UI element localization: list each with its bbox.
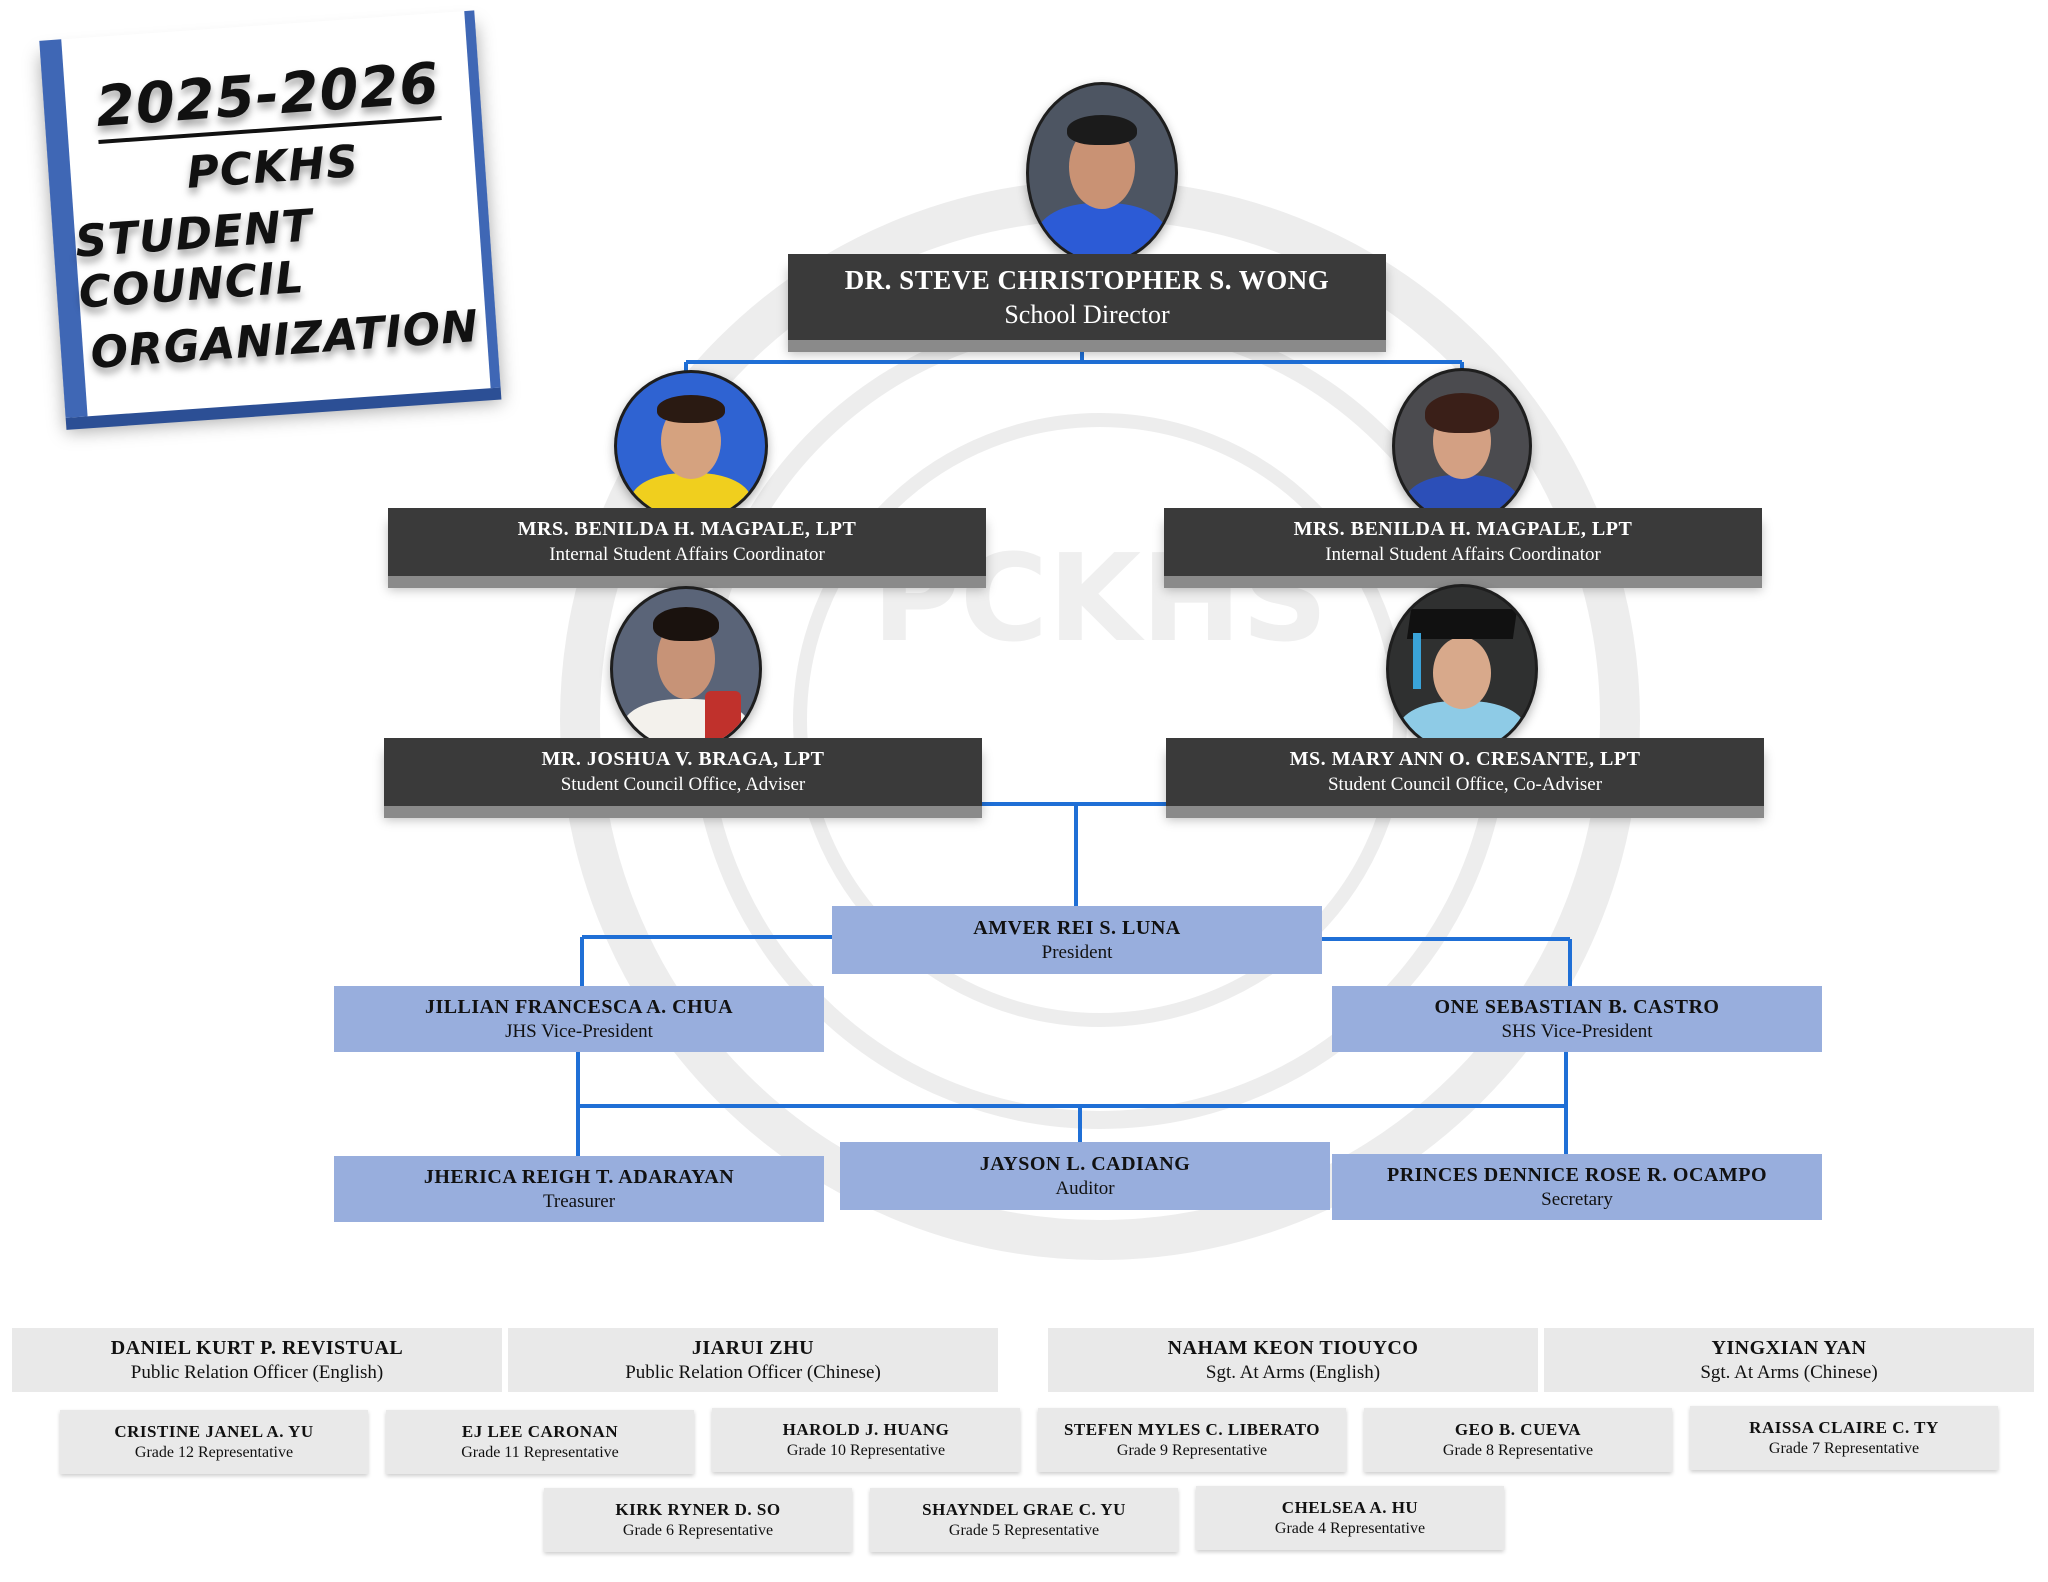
secretary-box: PRINCES DENNICE ROSE R. OCAMPO Secretary [1332, 1154, 1822, 1220]
grade-7-rep-box: RAISSA CLAIRE C. TY Grade 7 Representati… [1690, 1406, 1998, 1470]
title-card-face: 2025-2026 PCKHS STUDENT COUNCIL ORGANIZA… [39, 10, 501, 418]
director-name: DR. STEVE CHRISTOPHER S. WONG [844, 264, 1330, 295]
grade-11-rep-role: Grade 11 Representative [461, 1444, 619, 1461]
sgt-english-box: NAHAM KEON TIOUYCO Sgt. At Arms (English… [1048, 1328, 1538, 1392]
pro-english-name: DANIEL KURT P. REVISTUAL [110, 1336, 404, 1359]
pro-english-box: DANIEL KURT P. REVISTUAL Public Relation… [12, 1328, 502, 1392]
grade-11-rep-box: EJ LEE CARONAN Grade 11 Representative [386, 1410, 694, 1474]
secretary-role: Secretary [1541, 1188, 1613, 1210]
grade-12-rep-name: CRISTINE JANEL A. YU [114, 1422, 314, 1441]
coordinator-left-box: MRS. BENILDA H. MAGPALE, LPT Internal St… [388, 508, 986, 576]
grade-9-rep-name: STEFEN MYLES C. LIBERATO [1063, 1420, 1321, 1439]
director-photo [1026, 82, 1178, 264]
grade-5-rep-box: SHAYNDEL GRAE C. YU Grade 5 Representati… [870, 1488, 1178, 1552]
coordinator-left-role: Internal Student Affairs Coordinator [549, 544, 825, 565]
shs-vice-president-name: ONE SEBASTIAN B. CASTRO [1434, 995, 1720, 1018]
treasurer-name: JHERICA REIGH T. ADARAYAN [423, 1165, 735, 1188]
pro-chinese-box: JIARUI ZHU Public Relation Officer (Chin… [508, 1328, 998, 1392]
coordinator-right-photo [1392, 368, 1532, 524]
grade-12-rep-role: Grade 12 Representative [134, 1444, 294, 1461]
grade-6-rep-name: KIRK RYNER D. SO [615, 1500, 781, 1519]
sgt-chinese-role: Sgt. At Arms (Chinese) [1700, 1361, 1878, 1383]
adviser-box: MR. JOSHUA V. BRAGA, LPT Student Council… [384, 738, 982, 806]
grade-12-rep-box: CRISTINE JANEL A. YU Grade 12 Representa… [60, 1410, 368, 1474]
sgt-english-name: NAHAM KEON TIOUYCO [1167, 1336, 1419, 1359]
title-student-council: STUDENT COUNCIL [73, 199, 315, 319]
grade-4-rep-name: CHELSEA A. HU [1281, 1498, 1419, 1517]
grade-7-rep-role: Grade 7 Representative [1768, 1440, 1920, 1457]
director-role: School Director [1004, 299, 1170, 329]
director-box: DR. STEVE CHRISTOPHER S. WONG School Dir… [788, 254, 1386, 340]
coordinator-right-box: MRS. BENILDA H. MAGPALE, LPT Internal St… [1164, 508, 1762, 576]
grade-8-rep-name: GEO B. CUEVA [1454, 1420, 1582, 1439]
sgt-chinese-name: YINGXIAN YAN [1711, 1336, 1867, 1359]
pro-english-role: Public Relation Officer (English) [130, 1361, 384, 1383]
pro-chinese-role: Public Relation Officer (Chinese) [625, 1361, 881, 1383]
grade-8-rep-role: Grade 8 Representative [1442, 1442, 1594, 1459]
shs-vice-president-box: ONE SEBASTIAN B. CASTRO SHS Vice-Preside… [1332, 986, 1822, 1052]
auditor-role: Auditor [1055, 1177, 1115, 1199]
sgt-chinese-box: YINGXIAN YAN Sgt. At Arms (Chinese) [1544, 1328, 2034, 1392]
grade-10-rep-box: HAROLD J. HUANG Grade 10 Representative [712, 1408, 1020, 1472]
shs-vice-president-role: SHS Vice-President [1501, 1020, 1653, 1042]
adviser-name: MR. JOSHUA V. BRAGA, LPT [541, 748, 825, 770]
president-name: AMVER REI S. LUNA [973, 916, 1181, 939]
treasurer-role: Treasurer [542, 1190, 616, 1212]
treasurer-box: JHERICA REIGH T. ADARAYAN Treasurer [334, 1156, 824, 1222]
co-adviser-name: MS. MARY ANN O. CRESANTE, LPT [1289, 748, 1641, 770]
jhs-vice-president-box: JILLIAN FRANCESCA A. CHUA JHS Vice-Presi… [334, 986, 824, 1052]
sgt-english-role: Sgt. At Arms (English) [1205, 1361, 1381, 1383]
coordinator-left-photo [614, 370, 768, 522]
grade-10-rep-role: Grade 10 Representative [786, 1442, 946, 1459]
grade-10-rep-name: HAROLD J. HUANG [782, 1420, 950, 1439]
grade-6-rep-box: KIRK RYNER D. SO Grade 6 Representative [544, 1488, 852, 1552]
grade-5-rep-name: SHAYNDEL GRAE C. YU [922, 1500, 1126, 1519]
grade-8-rep-box: GEO B. CUEVA Grade 8 Representative [1364, 1408, 1672, 1472]
co-adviser-role: Student Council Office, Co-Adviser [1327, 774, 1603, 795]
coordinator-right-name: MRS. BENILDA H. MAGPALE, LPT [1293, 518, 1633, 540]
adviser-role: Student Council Office, Adviser [560, 774, 806, 795]
coordinator-right-role: Internal Student Affairs Coordinator [1325, 544, 1601, 565]
auditor-box: JAYSON L. CADIANG Auditor [840, 1142, 1330, 1210]
grade-7-rep-name: RAISSA CLAIRE C. TY [1749, 1418, 1939, 1437]
title-year: 2025-2026 [93, 50, 442, 144]
grade-11-rep-name: EJ LEE CARONAN [461, 1422, 619, 1441]
grade-4-rep-box: CHELSEA A. HU Grade 4 Representative [1196, 1486, 1504, 1550]
coordinator-left-name: MRS. BENILDA H. MAGPALE, LPT [517, 518, 857, 540]
jhs-vice-president-role: JHS Vice-President [505, 1020, 653, 1042]
grade-5-rep-role: Grade 5 Representative [948, 1522, 1100, 1539]
grade-9-rep-box: STEFEN MYLES C. LIBERATO Grade 9 Represe… [1038, 1408, 1346, 1472]
grade-9-rep-role: Grade 9 Representative [1116, 1442, 1268, 1459]
secretary-name: PRINCES DENNICE ROSE R. OCAMPO [1386, 1163, 1768, 1186]
pro-chinese-name: JIARUI ZHU [691, 1336, 815, 1359]
president-role: President [1041, 941, 1113, 963]
title-card: 2025-2026 PCKHS STUDENT COUNCIL ORGANIZA… [25, 3, 501, 428]
co-adviser-box: MS. MARY ANN O. CRESANTE, LPT Student Co… [1166, 738, 1764, 806]
jhs-vice-president-name: JILLIAN FRANCESCA A. CHUA [424, 995, 734, 1018]
grade-6-rep-role: Grade 6 Representative [622, 1522, 774, 1539]
co-adviser-photo [1386, 584, 1538, 754]
adviser-photo [610, 586, 762, 752]
grade-4-rep-role: Grade 4 Representative [1274, 1520, 1426, 1537]
title-school: PCKHS [184, 135, 361, 199]
president-box: AMVER REI S. LUNA President [832, 906, 1322, 974]
auditor-name: JAYSON L. CADIANG [979, 1152, 1191, 1175]
